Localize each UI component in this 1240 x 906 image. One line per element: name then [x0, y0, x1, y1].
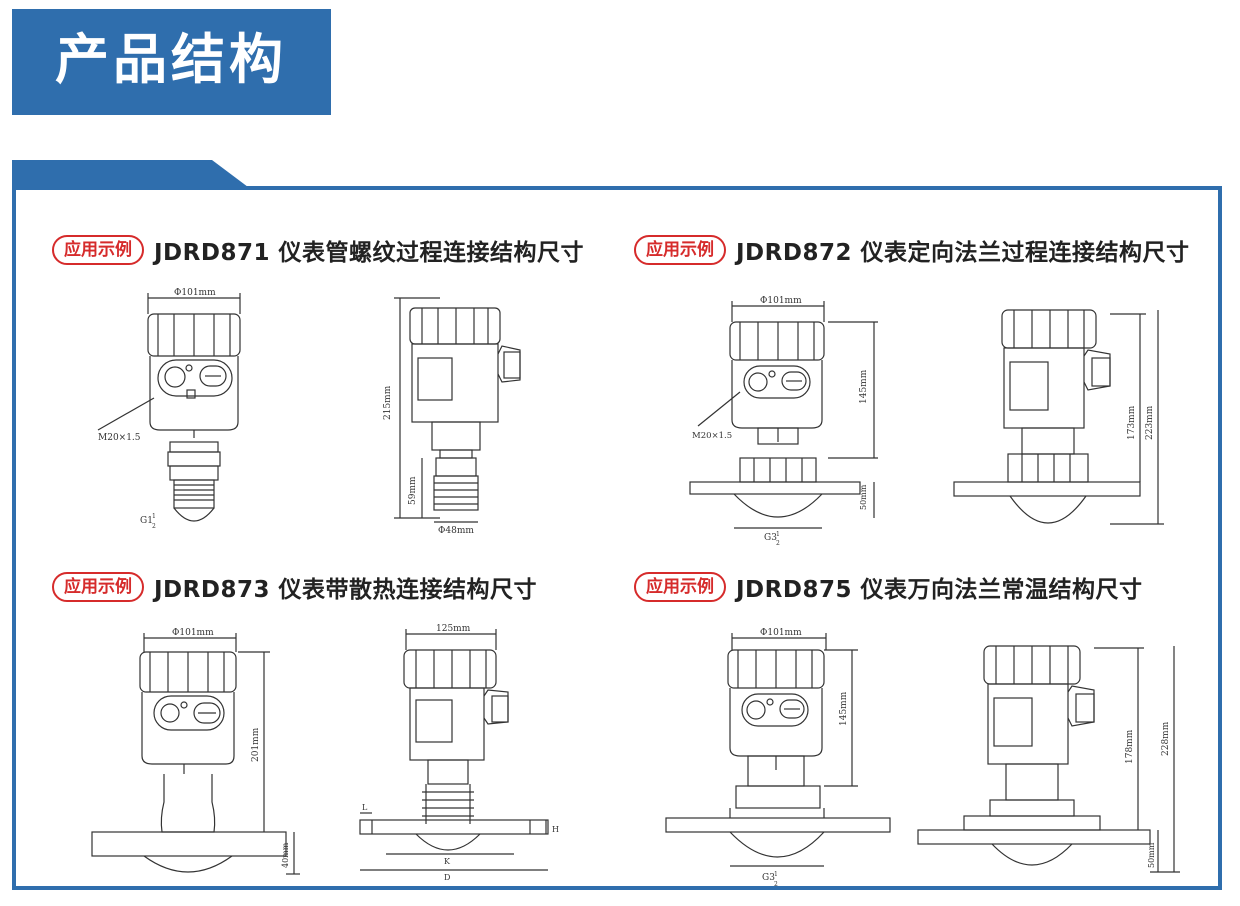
- section-title-873: 应用示例 JDRD873 仪表带散热连接结构尺寸: [52, 569, 537, 605]
- dim-diameter: Φ101mm: [174, 288, 216, 298]
- section-title-871: 应用示例 JDRD871 仪表管螺纹过程连接结构尺寸: [52, 232, 584, 268]
- dim-height: 215mm: [383, 385, 393, 420]
- dim-diameter: Φ101mm: [760, 296, 802, 306]
- content-panel: [12, 186, 1222, 890]
- svg-text:1: 1: [152, 513, 156, 520]
- drawing-872-front: Φ101mm M20×1.5 145mm 50mm G3 1 2: [689, 296, 878, 546]
- section-heading: JDRD873 仪表带散热连接结构尺寸: [154, 577, 537, 603]
- section-heading: JDRD871 仪表管螺纹过程连接结构尺寸: [154, 240, 584, 266]
- connection-label: G3: [762, 873, 775, 883]
- page-title: 产品结构: [55, 28, 287, 91]
- connection-label: G1: [140, 516, 153, 526]
- svg-text:1: 1: [776, 531, 780, 538]
- dim-width: 125mm: [436, 624, 471, 634]
- example-badge: 应用示例: [52, 572, 144, 602]
- dim-height-1: 173mm: [1127, 405, 1137, 440]
- header-banner: [12, 9, 331, 115]
- dim-diameter: Φ101mm: [760, 628, 802, 638]
- dim-height-1: 178mm: [1125, 729, 1135, 764]
- dim-lower: 40mm: [281, 842, 290, 868]
- dim-diameter: Φ101mm: [172, 628, 214, 638]
- example-badge: 应用示例: [634, 572, 726, 602]
- svg-text:2: 2: [774, 881, 778, 888]
- dim-height: 145mm: [839, 691, 849, 726]
- dim-height: 201mm: [251, 727, 261, 762]
- dim-height-2: 228mm: [1161, 721, 1171, 756]
- example-badge: 应用示例: [634, 235, 726, 265]
- drawing-873-side: 125mm L H K D: [359, 624, 559, 882]
- dim-diameter-2: Φ48mm: [438, 526, 474, 536]
- dim-height-2: 223mm: [1145, 405, 1155, 440]
- section-heading: JDRD872 仪表定向法兰过程连接结构尺寸: [736, 240, 1190, 266]
- thread-note: M20×1.5: [692, 431, 732, 441]
- thread-note: M20×1.5: [98, 433, 141, 443]
- section-title-872: 应用示例 JDRD872 仪表定向法兰过程连接结构尺寸: [634, 232, 1189, 268]
- dim-L: L: [362, 803, 368, 812]
- drawing-872-side: 173mm 223mm: [953, 309, 1164, 525]
- panel-tab: [12, 160, 252, 190]
- section-heading: JDRD875 仪表万向法兰常温结构尺寸: [736, 577, 1143, 603]
- dim-lower: 50mm: [859, 484, 868, 510]
- dim-D: D: [444, 873, 450, 882]
- drawing-871-front: Φ101mm M20×1.5 G1 1 2: [97, 288, 241, 530]
- drawing-875-side: 178mm 228mm 50mm: [917, 645, 1180, 873]
- dim-K: K: [444, 857, 451, 866]
- dim-H: H: [552, 825, 559, 834]
- drawing-873-front: Φ101mm 201mm 40mm: [91, 628, 300, 875]
- svg-text:2: 2: [776, 540, 780, 546]
- section-title-875: 应用示例 JDRD875 仪表万向法兰常温结构尺寸: [634, 569, 1142, 605]
- svg-text:1: 1: [774, 871, 778, 878]
- drawing-875-front: Φ101mm 145mm G3 1 2: [665, 628, 891, 888]
- svg-text:2: 2: [152, 523, 156, 530]
- drawing-871-side: 215mm 59mm Φ48mm: [383, 297, 521, 536]
- dim-height: 145mm: [859, 369, 869, 404]
- example-badge: 应用示例: [52, 235, 144, 265]
- connection-label: G3: [764, 533, 777, 543]
- dim-lower: 50mm: [1147, 842, 1156, 868]
- dim-lower: 59mm: [408, 476, 418, 505]
